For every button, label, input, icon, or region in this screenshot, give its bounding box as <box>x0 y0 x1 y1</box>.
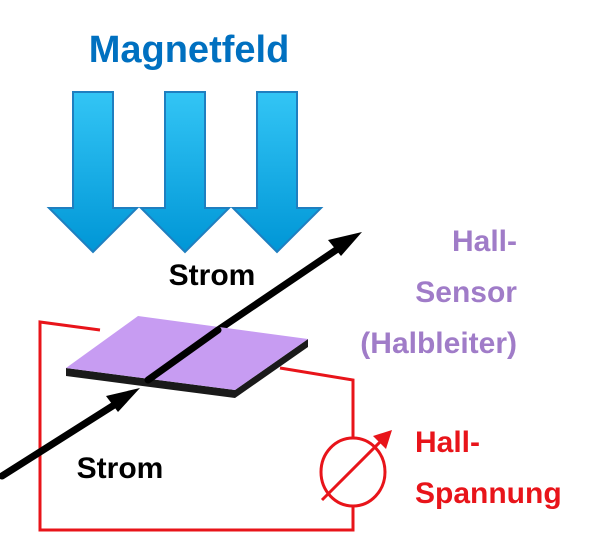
hall-sensor-plate <box>66 316 308 398</box>
voltage-label-line2: Spannung <box>415 477 562 510</box>
sensor-label-line1: Hall- <box>452 225 517 258</box>
voltmeter-icon <box>319 430 392 510</box>
sensor-label-line2: Sensor <box>415 276 517 309</box>
current-arrow-through-plate <box>144 326 222 384</box>
sensor-label-line3: (Halbleiter) <box>360 327 517 360</box>
current-arrow-lower <box>0 388 140 480</box>
voltage-label-line1: Hall- <box>415 426 480 459</box>
magnetic-field-arrows <box>46 91 324 254</box>
circuit-wire <box>38 320 355 532</box>
field-arrow-2-icon <box>138 91 232 254</box>
diagram-title: Magnetfeld <box>89 29 290 71</box>
current-label-top: Strom <box>169 259 256 292</box>
current-arrow-upper <box>214 232 362 334</box>
field-arrow-3-icon <box>230 91 324 254</box>
field-arrow-1-icon <box>46 91 140 254</box>
current-label-bottom: Strom <box>77 452 164 485</box>
